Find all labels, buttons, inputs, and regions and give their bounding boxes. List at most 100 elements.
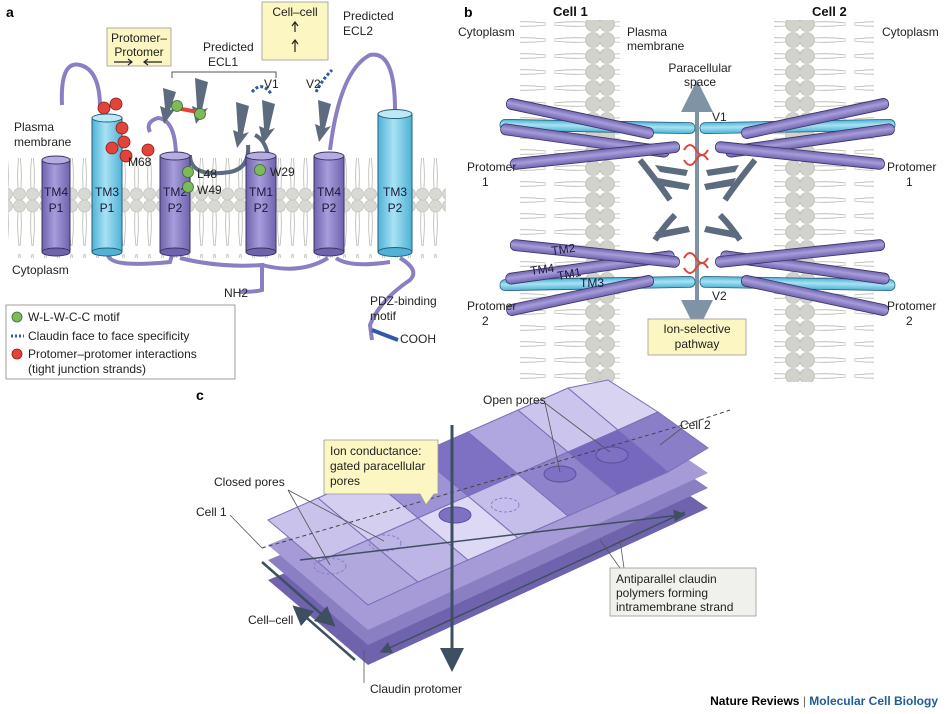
helix-tm2-p2: TM2 P2	[159, 151, 191, 257]
cell2-label-c: Cell 2	[680, 418, 711, 432]
strand-arrow-left	[379, 511, 686, 653]
ecl2-loop	[328, 52, 397, 151]
legend-interaction-label-2: (tight junction strands)	[28, 362, 146, 376]
legend-a: W-L-W-C-C motif Claudin face to face spe…	[5, 304, 236, 380]
cell1-membrane	[520, 20, 620, 382]
pdz-motif-segment	[371, 328, 399, 342]
w29-label: W29	[270, 165, 295, 179]
cell-cell-arrow-up	[292, 605, 356, 661]
legend-specificity-label: Claudin face to face specificity	[28, 329, 189, 343]
helix-label-4a: TM1	[249, 185, 273, 199]
tm2-label-b: TM2	[550, 241, 576, 258]
helix-label-2a: TM3	[95, 185, 119, 199]
plasma-membrane-label-1: Plasma	[14, 120, 54, 134]
ecl2-label-2: ECL2	[343, 24, 373, 38]
v-loops-b	[683, 144, 709, 274]
w49-label: W49	[197, 183, 222, 197]
legend-interaction-label-1: Protomer–protomer interactions	[28, 347, 197, 361]
helix-label-4b: P2	[254, 201, 269, 215]
helix-label-6a: TM3	[383, 185, 407, 199]
cooh-label: COOH	[400, 332, 436, 346]
panel-b: b	[458, 4, 939, 382]
legend-interaction-swatch	[11, 348, 23, 360]
helix-tm4-p2: TM4 P2	[313, 151, 345, 257]
legend-motif-swatch	[11, 311, 23, 323]
ion-conductance-line1: Ion conductance:	[330, 444, 421, 458]
helix-tm4-p1: TM4 P1	[41, 155, 71, 257]
protomer1-left-1: Protomer	[467, 160, 516, 174]
ion-conductance-line2: gated paracellular	[330, 459, 425, 473]
protomer2-right-2: 2	[906, 314, 913, 328]
cytoplasm-right-label: Cytoplasm	[882, 25, 939, 39]
cell2-protomers	[699, 98, 896, 316]
n-terminal-loop	[59, 62, 102, 109]
protomer-interaction-dots	[97, 97, 155, 163]
helix-label-1b: P1	[49, 201, 64, 215]
cell-cell-label-c: Cell–cell	[248, 613, 293, 627]
helix-tm1-p2: TM1 P2	[245, 151, 277, 257]
plasma-membrane-a	[8, 158, 446, 258]
panel-c: c	[196, 379, 757, 696]
helix-label-3a: TM2	[163, 185, 187, 199]
protomer-protomer-box: Protomer– Protomer	[106, 27, 172, 67]
pdz-label-2: motif	[370, 309, 397, 323]
v1-label-a: V1	[264, 77, 279, 91]
journal-separator: |	[802, 694, 806, 708]
open-pores-label: Open pores	[483, 393, 546, 407]
protomer1-right-1: Protomer	[887, 160, 936, 174]
nh2-label: NH2	[224, 286, 248, 300]
ion-selective-line1: Ion-selective	[663, 322, 731, 336]
claudin-protomer-label: Claudin protomer	[370, 682, 462, 696]
antiparallel-line1: Antiparallel claudin	[616, 572, 717, 586]
protomer2-left-2: 2	[482, 314, 489, 328]
antiparallel-box: Antiparallel claudin polymers forming in…	[609, 567, 757, 617]
helix-label-5a: TM4	[317, 185, 341, 199]
cell-boundary-dashed-ext	[699, 409, 731, 421]
ecl2-label-1: Predicted	[343, 9, 394, 23]
v2-label-a: V2	[306, 77, 321, 91]
cell1-label-c: Cell 1	[196, 505, 227, 519]
protomer-arrows	[114, 58, 162, 66]
helix-label-2b: P1	[100, 201, 115, 215]
legend-motif-label: W-L-W-C-C motif	[28, 310, 120, 324]
tm1-label-b: TM1	[556, 265, 582, 283]
antiparallel-line3: intramembrane strand	[616, 600, 733, 614]
cell-cell-arrows-a	[291, 21, 299, 52]
v2-dashed	[314, 68, 334, 93]
panel-a: a TM4 P1	[5, 1, 446, 380]
helix-label-6b: P2	[388, 201, 403, 215]
helix-tm3-p1: TM3 P1	[91, 113, 123, 257]
helix-tm3-p2: TM3 P2	[377, 109, 413, 257]
protomer1-left-2: 1	[482, 175, 489, 189]
helix-label-3b: P2	[168, 201, 183, 215]
plasma-membrane-b-2: membrane	[627, 39, 685, 53]
v2-label-b: V2	[712, 289, 727, 303]
beta-strands-b	[655, 165, 739, 238]
helix-label-5b: P2	[322, 201, 337, 215]
m68-label: M68	[128, 155, 152, 169]
panel-b-label: b	[464, 4, 473, 20]
journal-name: Nature Reviews	[710, 694, 800, 708]
helix-label-1a: TM4	[44, 185, 68, 199]
ecl1-label-1: Predicted	[203, 40, 254, 54]
l48-label: L48	[197, 167, 217, 181]
strand-arrow-right	[299, 509, 686, 561]
v1-dashed	[250, 85, 274, 96]
paracellular-label-2: space	[684, 75, 716, 89]
ion-conductance-box: Ion conductance: gated paracellular pore…	[323, 439, 439, 506]
tm3-label-b: TM3	[580, 276, 604, 290]
cytoplasm-left-label: Cytoplasm	[458, 25, 515, 39]
cell1-title: Cell 1	[553, 4, 588, 19]
ecl1-loop-start	[146, 115, 178, 159]
cell-cell-box-label: Cell–cell	[272, 5, 317, 19]
panel-c-label: c	[196, 387, 204, 403]
ion-selective-box: Ion-selective pathway	[647, 318, 747, 356]
v1-label-b: V1	[712, 110, 727, 124]
cell-cell-box-a: Cell–cell	[261, 1, 329, 61]
panel-a-label: a	[6, 4, 14, 20]
ecl1-bracket	[171, 71, 277, 78]
intracellular-loop-2	[261, 256, 330, 271]
nh2-tail	[179, 256, 264, 294]
protomer2-right-1: Protomer	[887, 299, 936, 313]
